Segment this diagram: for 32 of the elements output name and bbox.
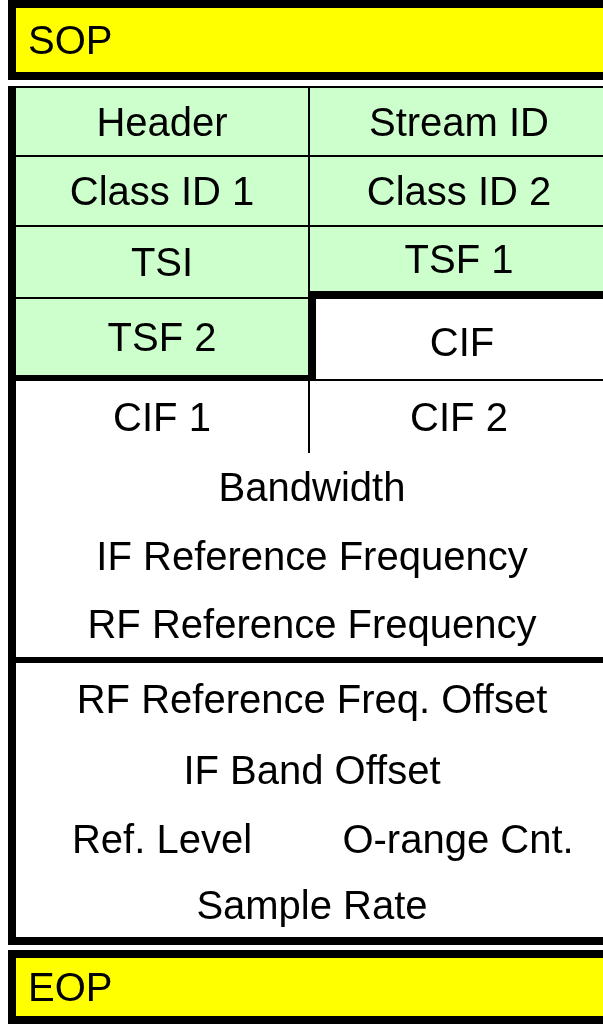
table-cell — [8, 950, 603, 1024]
cell-label: IF Reference Frequency — [96, 536, 528, 576]
cell-label: Class ID 2 — [366, 171, 552, 211]
table-cell — [8, 591, 603, 663]
cell-label: O-range Cnt. — [342, 819, 574, 859]
cell-label: Stream ID — [368, 101, 549, 142]
cell-label: SOP — [28, 20, 113, 60]
cell-label: TSI — [130, 242, 194, 282]
table-cell — [8, 0, 603, 80]
cell-label: TSF 2 — [107, 317, 217, 357]
cell-label: Bandwidth — [218, 467, 406, 507]
cell-label: Class ID 1 — [69, 171, 255, 211]
cell-label: CIF — [429, 322, 495, 362]
table-cell — [8, 86, 310, 157]
cell-label: RF Reference Freq. Offset — [76, 679, 548, 719]
cell-label: Header — [96, 101, 228, 142]
cell-label: TSF 1 — [404, 239, 514, 279]
table-cell — [8, 297, 316, 383]
cell-label: EOP — [28, 967, 113, 1007]
table-cell — [8, 155, 310, 227]
table-cell — [308, 225, 603, 299]
cell-label: CIF 2 — [410, 397, 508, 437]
cell-label: CIF 1 — [113, 397, 211, 437]
table-cell — [8, 381, 310, 455]
table-cell — [8, 873, 603, 945]
cell-label: IF Band Offset — [183, 750, 441, 790]
table-cell — [308, 86, 603, 157]
cell-label: Sample Rate — [196, 885, 428, 925]
table-cell — [308, 155, 603, 227]
cell-label: RF Reference Frequency — [87, 604, 537, 644]
table-cell — [8, 225, 310, 299]
cell-label: Ref. Level — [71, 819, 253, 859]
